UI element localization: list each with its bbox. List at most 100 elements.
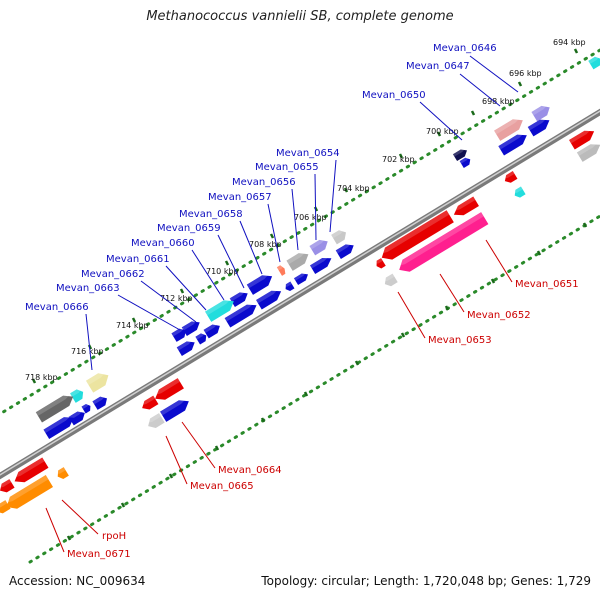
tick-label: 712 kbp	[160, 294, 193, 303]
gene-arrow	[0, 479, 15, 493]
gene-label-reverse: rpoH	[102, 531, 126, 542]
leader-line	[469, 55, 519, 93]
tick-label: 702 kbp	[382, 155, 415, 164]
gene-arrow	[70, 388, 84, 403]
tick-mark	[444, 305, 450, 311]
gene-arrow	[335, 242, 354, 259]
genome-summary-text: Topology: circular; Length: 1,720,048 bp…	[261, 574, 591, 588]
gene-arrow	[452, 196, 479, 216]
gene-arrow	[459, 157, 471, 169]
gene-label-reverse: Mevan_0651	[515, 279, 579, 290]
gene-label-forward: Mevan_0656	[232, 177, 296, 188]
tick-label: 696 kbp	[509, 69, 542, 78]
leader-line	[314, 173, 317, 241]
gene-arrow	[588, 56, 600, 70]
gene-arrow	[396, 212, 489, 272]
gene-arrow	[527, 117, 550, 137]
gene-arrow	[513, 186, 526, 198]
tick-label: 714 kbp	[116, 321, 149, 330]
gene-label-forward: Mevan_0659	[157, 223, 221, 234]
leader-line	[140, 280, 197, 323]
gene-label-forward: Mevan_0646	[433, 43, 497, 54]
tick-label: 706 kbp	[294, 213, 327, 222]
gene-arrow	[379, 210, 454, 260]
tick-label: 708 kbp	[249, 240, 282, 249]
gene-arrow	[498, 132, 527, 156]
lower-tick-track	[28, 214, 600, 564]
gene-arrow	[160, 397, 189, 422]
tick-mark	[436, 131, 442, 137]
leader-line	[165, 435, 188, 485]
leader-line	[267, 203, 281, 263]
gene-arrow	[293, 272, 308, 286]
tick-mark	[470, 110, 476, 116]
tick-mark	[224, 260, 230, 266]
gene-label-forward: Mevan_0666	[25, 302, 89, 313]
leader-line	[165, 265, 207, 311]
tick-mark	[398, 153, 404, 159]
leader-line	[419, 101, 463, 141]
leader-line	[439, 273, 465, 313]
leader-line	[117, 294, 181, 331]
tick-mark	[343, 187, 349, 193]
gene-arrow	[181, 319, 200, 336]
gene-arrow	[140, 395, 159, 410]
gene-arrow	[203, 323, 220, 339]
tick-mark	[536, 250, 542, 256]
gene-arrow	[4, 475, 54, 509]
tick-mark	[303, 391, 309, 397]
tick-label: 710 kbp	[206, 267, 239, 276]
gene-label-forward: Mevan_0654	[276, 148, 340, 159]
tick-label: 700 kbp	[426, 127, 459, 136]
gene-arrow	[494, 116, 523, 141]
gene-arrow	[43, 414, 74, 439]
tick-mark	[354, 360, 360, 366]
gene-arrow	[531, 104, 550, 122]
leader-line	[181, 421, 216, 469]
gene-arrow	[383, 273, 398, 287]
tick-mark	[31, 378, 37, 384]
gene-label-forward: Mevan_0650	[362, 90, 426, 101]
gene-arrow	[146, 413, 165, 428]
leader-line	[291, 188, 299, 251]
gene-arrow	[284, 281, 295, 292]
tick-label: 694 kbp	[553, 38, 586, 47]
gene-label-forward: Mevan_0661	[106, 254, 170, 265]
gene-label-forward: Mevan_0658	[179, 209, 243, 220]
leader-line	[85, 313, 93, 371]
tick-label: 716 kbp	[71, 347, 104, 356]
gene-arrow	[286, 251, 309, 271]
tick-mark	[490, 278, 496, 284]
gene-arrow	[246, 273, 273, 295]
gene-arrow	[256, 288, 282, 310]
gene-arrow	[153, 378, 184, 400]
gene-arrow	[12, 457, 49, 483]
gene-arrow	[309, 238, 328, 256]
tick-mark	[573, 48, 579, 54]
tick-label: 704 kbp	[337, 184, 370, 193]
tick-mark	[260, 417, 266, 423]
tick-mark	[582, 222, 588, 228]
gene-arrow	[331, 229, 346, 245]
leader-line	[191, 249, 225, 301]
genome-backbone	[0, 108, 600, 480]
gene-label-forward: Mevan_0647	[406, 61, 470, 72]
gene-arrow	[171, 327, 186, 342]
gene-arrow	[195, 332, 207, 345]
gene-label-reverse: Mevan_0652	[467, 310, 531, 321]
gene-arrow	[503, 171, 518, 183]
gene-label-reverse: Mevan_0664	[218, 465, 282, 476]
leader-line	[217, 234, 245, 289]
gene-arrow	[229, 290, 248, 307]
gene-label-forward: Mevan_0660	[131, 238, 195, 249]
gene-label-forward: Mevan_0663	[56, 283, 120, 294]
leader-line	[61, 499, 99, 535]
gene-arrow	[0, 500, 11, 514]
gene-arrow	[85, 371, 109, 393]
tick-mark	[400, 332, 406, 338]
gene-label-reverse: Mevan_0671	[67, 549, 131, 560]
tick-mark	[269, 233, 275, 239]
gene-arrow	[452, 148, 467, 162]
gene-arrow	[68, 410, 85, 426]
